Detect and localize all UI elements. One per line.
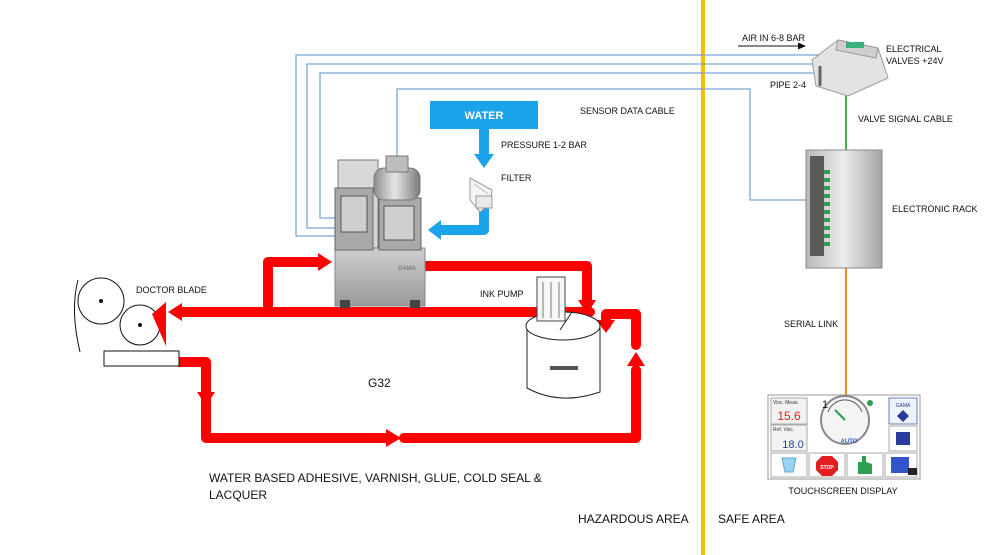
electrical-valves-label-2: VALVES +24V: [886, 56, 943, 66]
brand-diamond-icon: [897, 410, 909, 422]
stop-label: STOP: [820, 465, 834, 471]
ref-visc-label: Ref. Visc.: [773, 427, 794, 433]
save-icon: [896, 432, 910, 445]
safe-area-label: SAFE AREA: [718, 512, 785, 526]
water-arrowhead-down: [474, 154, 494, 168]
water-label: WATER: [465, 110, 504, 122]
ink-pump-label: INK PUMP: [480, 289, 524, 299]
ref-visc-panel: [770, 424, 808, 452]
electrical-valves-label-1: ELECTRICAL: [886, 44, 942, 54]
mode-label: AUTO: [841, 439, 858, 445]
visc-meas-panel: [770, 397, 808, 425]
exit-icon: [891, 457, 909, 473]
pipe-label: PIPE 2-4: [770, 80, 806, 90]
hazardous-area-label: HAZARDOUS AREA: [578, 512, 689, 526]
valve-signal-cable-label: VALVE SIGNAL CABLE: [858, 114, 953, 124]
water-arrowhead-left: [428, 220, 441, 240]
printing-rollers: [73, 277, 180, 367]
visc-meas-label: Visc. Meas.: [773, 400, 799, 406]
ink-pump: [525, 276, 601, 399]
air-in-label: AIR IN 6-8 BAR: [742, 33, 806, 43]
serial-link-label: SERIAL LINK: [784, 319, 838, 329]
fluids-label-line2: LACQUER: [209, 488, 267, 502]
electronic-rack-label: ELECTRONIC RACK: [892, 204, 978, 214]
filter-label: FILTER: [501, 173, 532, 183]
fluids-label-line1: WATER BASED ADHESIVE, VARNISH, GLUE, COL…: [209, 471, 542, 485]
touchscreen-label: TOUCHSCREEN DISPLAY: [788, 486, 897, 496]
air-lines: [295, 54, 820, 237]
filter-icon: [469, 177, 493, 213]
screen-brand: GAMA: [896, 403, 911, 409]
hand-icon: [858, 456, 872, 474]
air-in-arrowhead: [798, 42, 806, 50]
water-box: [430, 101, 538, 129]
electronic-rack: [805, 149, 883, 269]
sensor-cable-label: SENSOR DATA CABLE: [580, 106, 675, 116]
cup-icon: [781, 457, 797, 473]
g32-brand-label: GAMA: [398, 266, 416, 272]
ref-visc-value: 18.0: [782, 439, 803, 451]
ink-loop: [174, 257, 641, 443]
model-label: G32: [368, 376, 391, 390]
visc-meas-value: 15.6: [777, 409, 801, 423]
touchscreen-display: Visc. Meas. 15.6 Ref. Visc. 18.0 1 AUTO …: [767, 394, 921, 480]
doctor-blade-icon: [152, 302, 166, 346]
electrical-valves: [811, 39, 889, 97]
gauge-number: 1: [822, 399, 828, 411]
stop-icon: [816, 456, 838, 476]
pressure-label: PRESSURE 1-2 BAR: [501, 140, 588, 150]
doctor-blade-label: DOCTOR BLADE: [136, 285, 207, 295]
g32-unit: GAMA: [334, 155, 426, 308]
ink-loop-arrowheads: [168, 253, 645, 447]
water-line: [438, 129, 489, 235]
